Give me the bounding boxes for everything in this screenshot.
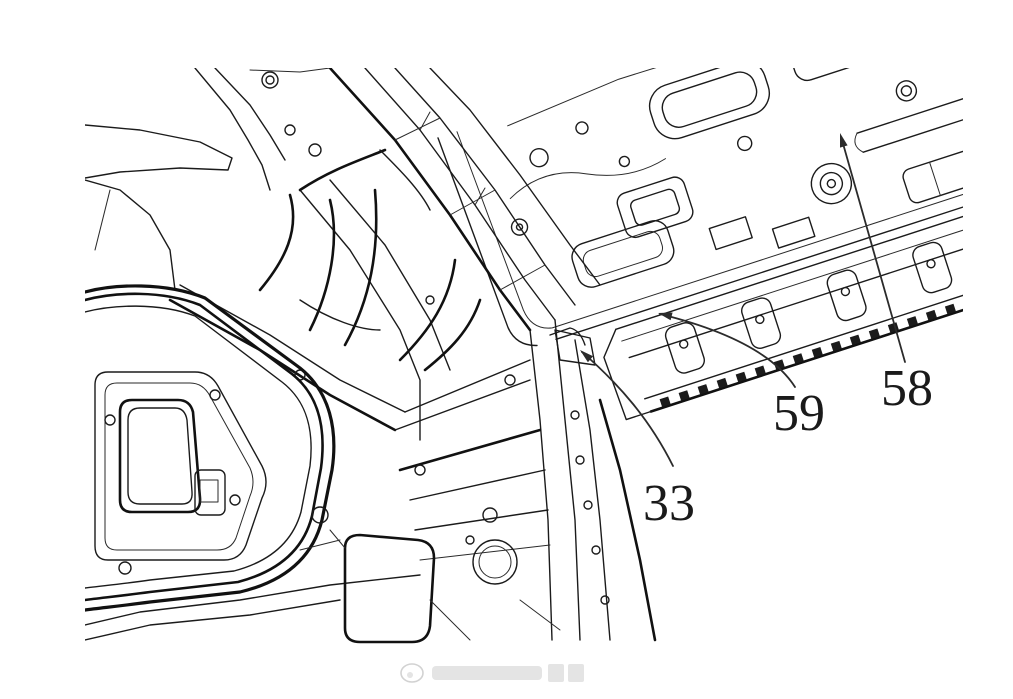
access-door-opening (118, 398, 202, 514)
callout-58: 58 (840, 133, 933, 417)
rear-longitudinal-rail (328, 68, 601, 332)
side-member (529, 319, 657, 642)
rear-floor-panel (437, 68, 963, 347)
callout-33-leader-line (581, 351, 674, 467)
callout-59-leader-line (659, 313, 796, 388)
callout-58-arrowhead (840, 133, 848, 148)
callout-58-label: 58 (881, 360, 933, 417)
cross-member (168, 179, 551, 561)
lower-panel (85, 506, 561, 644)
callout-59-label: 59 (773, 385, 825, 442)
callout-58-leader-line (841, 139, 906, 363)
callout-59: 59 (658, 312, 825, 442)
side-sill-rail (603, 161, 963, 421)
callout-33-label: 33 (643, 475, 695, 532)
upper-left-bracket (85, 68, 331, 291)
drawing-area (85, 68, 963, 644)
watermark (400, 663, 584, 683)
callout-59-arrowhead (658, 312, 673, 321)
watermark-logo-icon (400, 663, 424, 683)
callout-33-arrowhead (580, 350, 594, 363)
wheelhouse-panel (85, 284, 336, 612)
rail-flange-dashes (659, 303, 956, 407)
callout-33: 33 (580, 350, 695, 532)
rail-bosses (664, 241, 953, 374)
wiring-harness (258, 148, 482, 372)
rear-floor-assembly (437, 68, 963, 421)
